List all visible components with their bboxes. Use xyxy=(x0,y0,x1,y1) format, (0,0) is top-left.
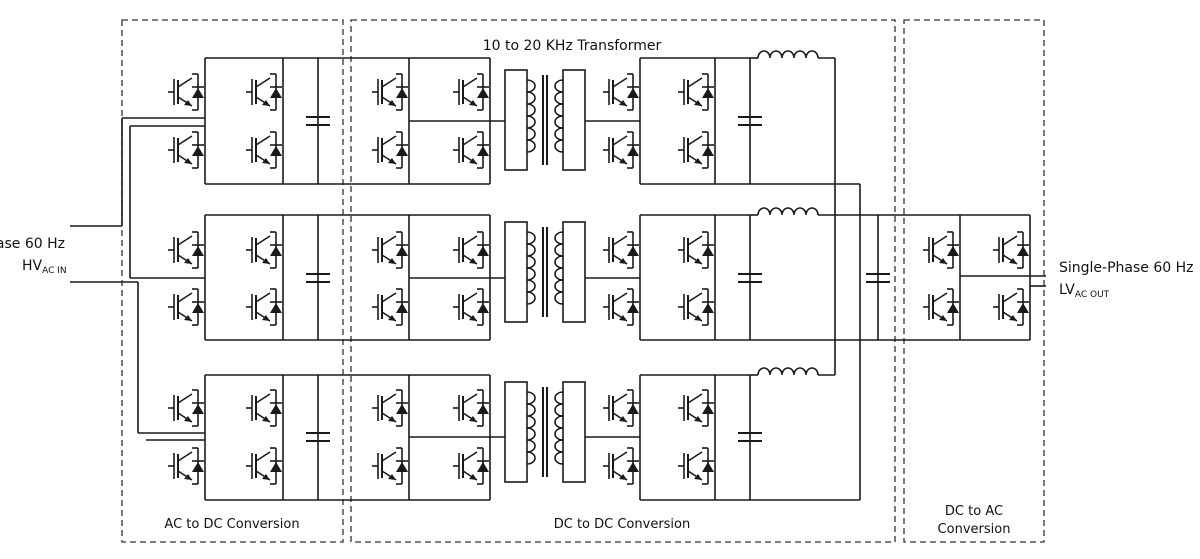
transformer-icon xyxy=(504,381,586,483)
inductor-icon xyxy=(757,367,819,376)
converter-stage-2 xyxy=(167,207,960,341)
igbt-icon xyxy=(677,389,715,427)
dc-ac-section-label-line1: DC to AC xyxy=(945,504,1003,519)
igbt-icon xyxy=(602,131,640,169)
igbt-icon xyxy=(245,447,283,485)
igbt-icon xyxy=(167,131,205,169)
igbt-icon xyxy=(371,231,409,269)
output-inverter xyxy=(922,214,1046,341)
igbt-icon xyxy=(992,231,1030,269)
igbt-icon xyxy=(245,73,283,111)
igbt-icon xyxy=(371,131,409,169)
dc-dc-section-label: DC to DC Conversion xyxy=(554,517,691,532)
dc-ac-section-box xyxy=(903,19,1045,543)
igbt-icon xyxy=(452,73,490,111)
converter-stage-1 xyxy=(167,50,860,185)
transformer-label: 10 to 20 KHz Transformer xyxy=(483,38,662,54)
dc-dc-section-box xyxy=(350,19,896,543)
igbt-icon xyxy=(167,389,205,427)
igbt-icon xyxy=(602,389,640,427)
igbt-icon xyxy=(922,288,960,326)
igbt-icon xyxy=(602,73,640,111)
igbt-icon xyxy=(602,288,640,326)
igbt-icon xyxy=(245,389,283,427)
igbt-icon xyxy=(452,389,490,427)
igbt-icon xyxy=(371,73,409,111)
igbt-icon xyxy=(167,73,205,111)
igbt-icon xyxy=(167,288,205,326)
converter-stage-3 xyxy=(167,367,860,501)
igbt-icon xyxy=(677,73,715,111)
dc-ac-section-label-line2: Conversion xyxy=(938,522,1011,537)
input-label: 3-Phase 60 Hz xyxy=(0,236,65,252)
igbt-icon xyxy=(371,288,409,326)
transformer-icon xyxy=(504,221,586,323)
igbt-icon xyxy=(167,231,205,269)
igbt-icon xyxy=(452,231,490,269)
igbt-icon xyxy=(245,131,283,169)
input-distribution xyxy=(70,117,205,441)
igbt-icon xyxy=(677,131,715,169)
igbt-icon xyxy=(452,288,490,326)
inductor-icon xyxy=(757,207,819,216)
igbt-icon xyxy=(245,231,283,269)
igbt-icon xyxy=(677,447,715,485)
igbt-icon xyxy=(167,447,205,485)
output-label: Single-Phase 60 Hz xyxy=(1059,260,1193,276)
igbt-icon xyxy=(602,231,640,269)
igbt-icon xyxy=(677,288,715,326)
output-voltage-label: LVAC OUT xyxy=(1059,282,1110,300)
igbt-icon xyxy=(452,131,490,169)
igbt-icon xyxy=(452,447,490,485)
igbt-icon xyxy=(677,231,715,269)
igbt-icon xyxy=(371,447,409,485)
ac-dc-section-label: AC to DC Conversion xyxy=(164,517,299,532)
transformer-icon xyxy=(504,69,586,171)
output-interconnect xyxy=(750,58,960,500)
igbt-icon xyxy=(245,288,283,326)
ac-dc-section-box xyxy=(121,19,344,543)
igbt-icon xyxy=(922,231,960,269)
igbt-icon xyxy=(992,288,1030,326)
igbt-icon xyxy=(371,389,409,427)
igbt-icon xyxy=(602,447,640,485)
input-voltage-label: HVAC IN xyxy=(22,258,67,276)
inductor-icon xyxy=(757,50,819,59)
